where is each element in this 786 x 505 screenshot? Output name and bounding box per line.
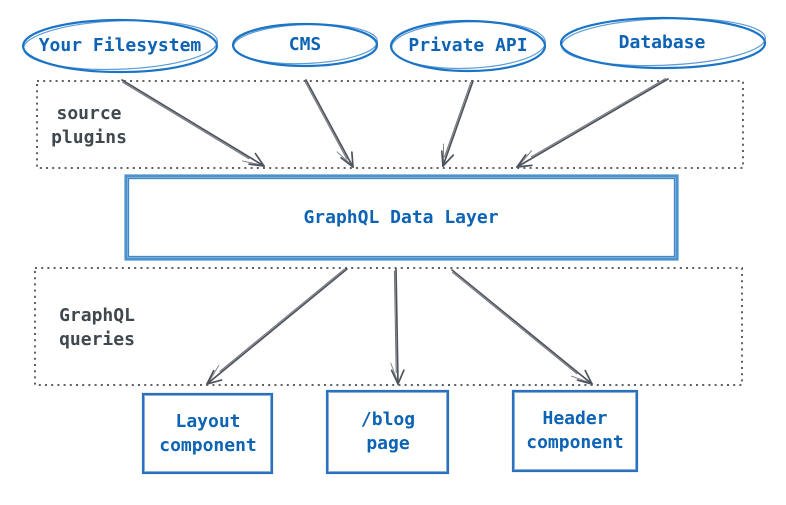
source-node-label-your-filesystem: Your Filesystem xyxy=(38,35,202,56)
consumer-box-header xyxy=(511,389,639,473)
label-line: Header xyxy=(542,408,608,429)
label-line: Layout xyxy=(175,411,241,432)
consumer-label-header-component: Header component xyxy=(526,407,624,455)
flow-arrow xyxy=(121,79,265,167)
source-node-your-filesystem xyxy=(21,18,219,74)
label-line: GraphQL xyxy=(59,305,135,326)
flow-arrow xyxy=(390,268,405,385)
consumer-label-layout-component: Layout component xyxy=(159,410,257,458)
section-graphql-queries xyxy=(34,267,743,386)
data-layer-box xyxy=(124,174,679,261)
section-label-source-plugins: source plugins xyxy=(51,102,127,150)
label-line: plugins xyxy=(51,127,127,148)
source-node-label-database: Database xyxy=(618,32,706,53)
data-layer-label: GraphQL Data Layer xyxy=(303,207,499,228)
label-line: component xyxy=(159,435,257,456)
source-node-private-api xyxy=(389,19,547,73)
label-line: page xyxy=(366,433,410,454)
flow-arrow xyxy=(206,268,348,385)
flow-arrow xyxy=(516,78,669,168)
flow-arrow xyxy=(440,80,474,167)
consumer-box-blog xyxy=(325,389,450,475)
source-node-label-cms: CMS xyxy=(288,34,322,55)
consumer-label-blog-page: /blog page xyxy=(361,408,415,456)
source-node-database xyxy=(559,16,767,70)
label-line: /blog xyxy=(360,409,416,430)
consumer-box-layout xyxy=(141,392,274,475)
flow-arrow xyxy=(304,79,354,168)
source-node-cms xyxy=(231,22,379,68)
flow-arrow xyxy=(451,269,593,385)
section-label-graphql-queries: GraphQL queries xyxy=(59,304,135,352)
label-line: component xyxy=(526,432,624,453)
source-node-label-private-api: Private API xyxy=(408,35,528,56)
label-line: queries xyxy=(59,329,135,350)
label-line: source xyxy=(56,103,122,124)
